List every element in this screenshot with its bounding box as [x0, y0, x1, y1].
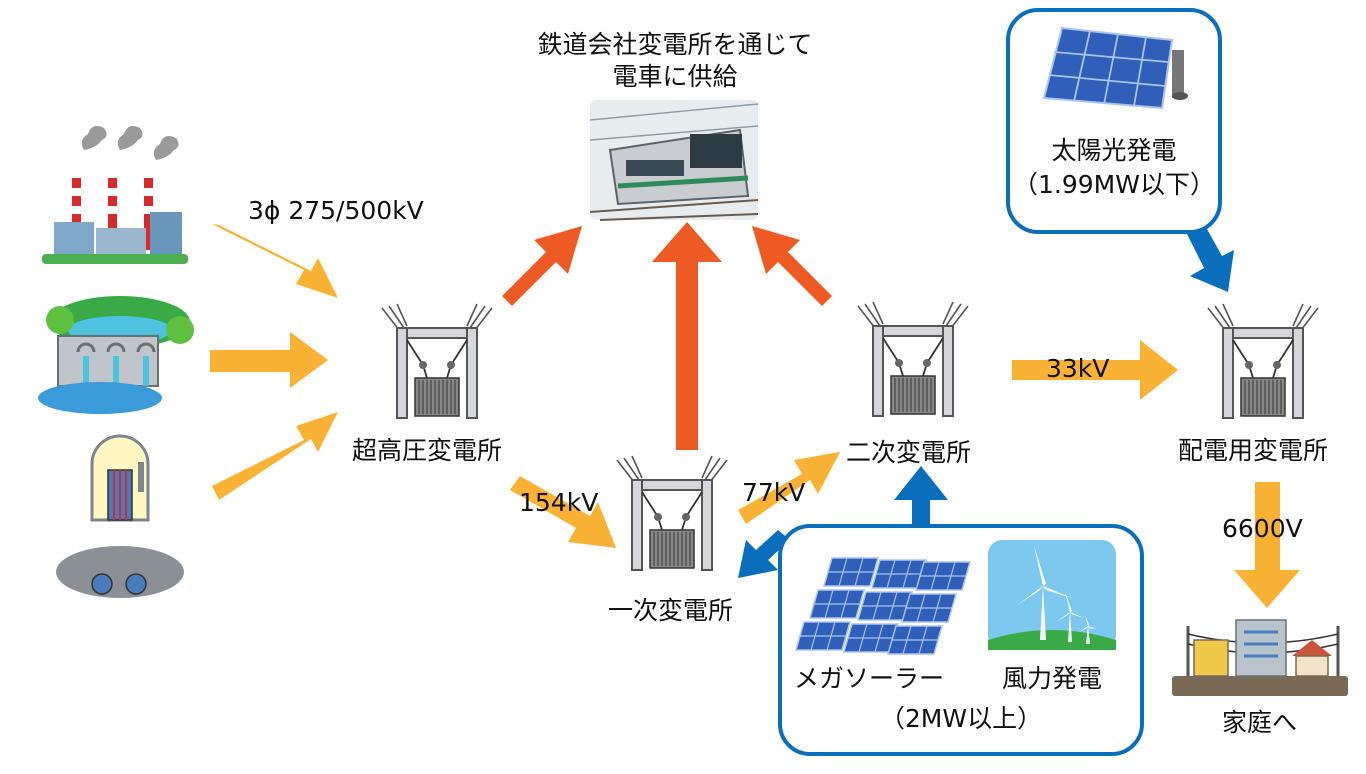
arrow-hydro-to-super — [210, 332, 328, 388]
arrow-distribution-to-home — [1234, 482, 1300, 608]
arrow-solar-to-distribution — [1184, 220, 1234, 292]
small-solar-label: 太陽光発電 — [1051, 136, 1177, 165]
distribution-substation-label: 配電用変電所 — [1178, 436, 1329, 465]
mega-solar-label: メガソーラー — [794, 664, 945, 693]
wind-turbine-icon — [988, 540, 1116, 650]
arrow-thermal-to-super — [212, 224, 338, 298]
arrow-secondary-to-distribution — [1012, 340, 1178, 400]
nuclear-reactor-icon — [56, 434, 184, 598]
large-scale-capacity-label: （2MW以上） — [879, 704, 1043, 733]
railway-label-line1: 鉄道会社変電所を通じて — [537, 30, 813, 59]
arrow-super-to-train — [502, 226, 582, 306]
arrow-renewable-to-primary — [738, 530, 790, 578]
arrow-primary-to-train — [652, 222, 722, 450]
supply-arrows — [210, 224, 1300, 608]
electric-train-photo — [589, 100, 759, 221]
thermal-power-plant-icon — [42, 126, 188, 264]
small-solar-capacity-label: （1.99MW以下） — [1013, 170, 1215, 199]
railway-arrows — [502, 222, 832, 450]
home-label: 家庭へ — [1222, 708, 1298, 737]
renewable-arrows — [738, 220, 1234, 578]
super-high-substation-label: 超高圧変電所 — [352, 436, 503, 465]
distribution-substation-icon — [1207, 303, 1319, 419]
solar-icon — [1042, 26, 1188, 110]
arrow-secondary-to-train — [752, 226, 832, 306]
arrow-primary-to-secondary — [738, 452, 840, 524]
wind-power-label: 風力発電 — [1002, 664, 1103, 693]
voltage-33-label: 33kV — [1046, 354, 1110, 383]
super-high-substation-icon — [381, 303, 493, 419]
secondary-substation-label: 二次変電所 — [846, 438, 972, 467]
voltage-154-label: 154kV — [519, 488, 599, 517]
secondary-substation-icon — [857, 301, 969, 417]
primary-substation-label: 一次変電所 — [608, 596, 734, 625]
arrow-super-to-primary — [510, 476, 616, 548]
primary-substation-icon — [616, 455, 728, 571]
voltage-77-label: 77kV — [742, 478, 806, 507]
arrow-renewable-to-secondary — [894, 466, 948, 532]
houses-power-lines-icon — [1172, 619, 1348, 696]
voltage-6600-label: 6600V — [1222, 514, 1303, 543]
hydro-dam-icon — [38, 296, 194, 414]
arrow-nuclear-to-super — [212, 412, 338, 500]
transmission-voltage-label: 3ϕ 275/500kV — [248, 196, 424, 225]
railway-label-line2: 電車に供給 — [612, 62, 738, 91]
